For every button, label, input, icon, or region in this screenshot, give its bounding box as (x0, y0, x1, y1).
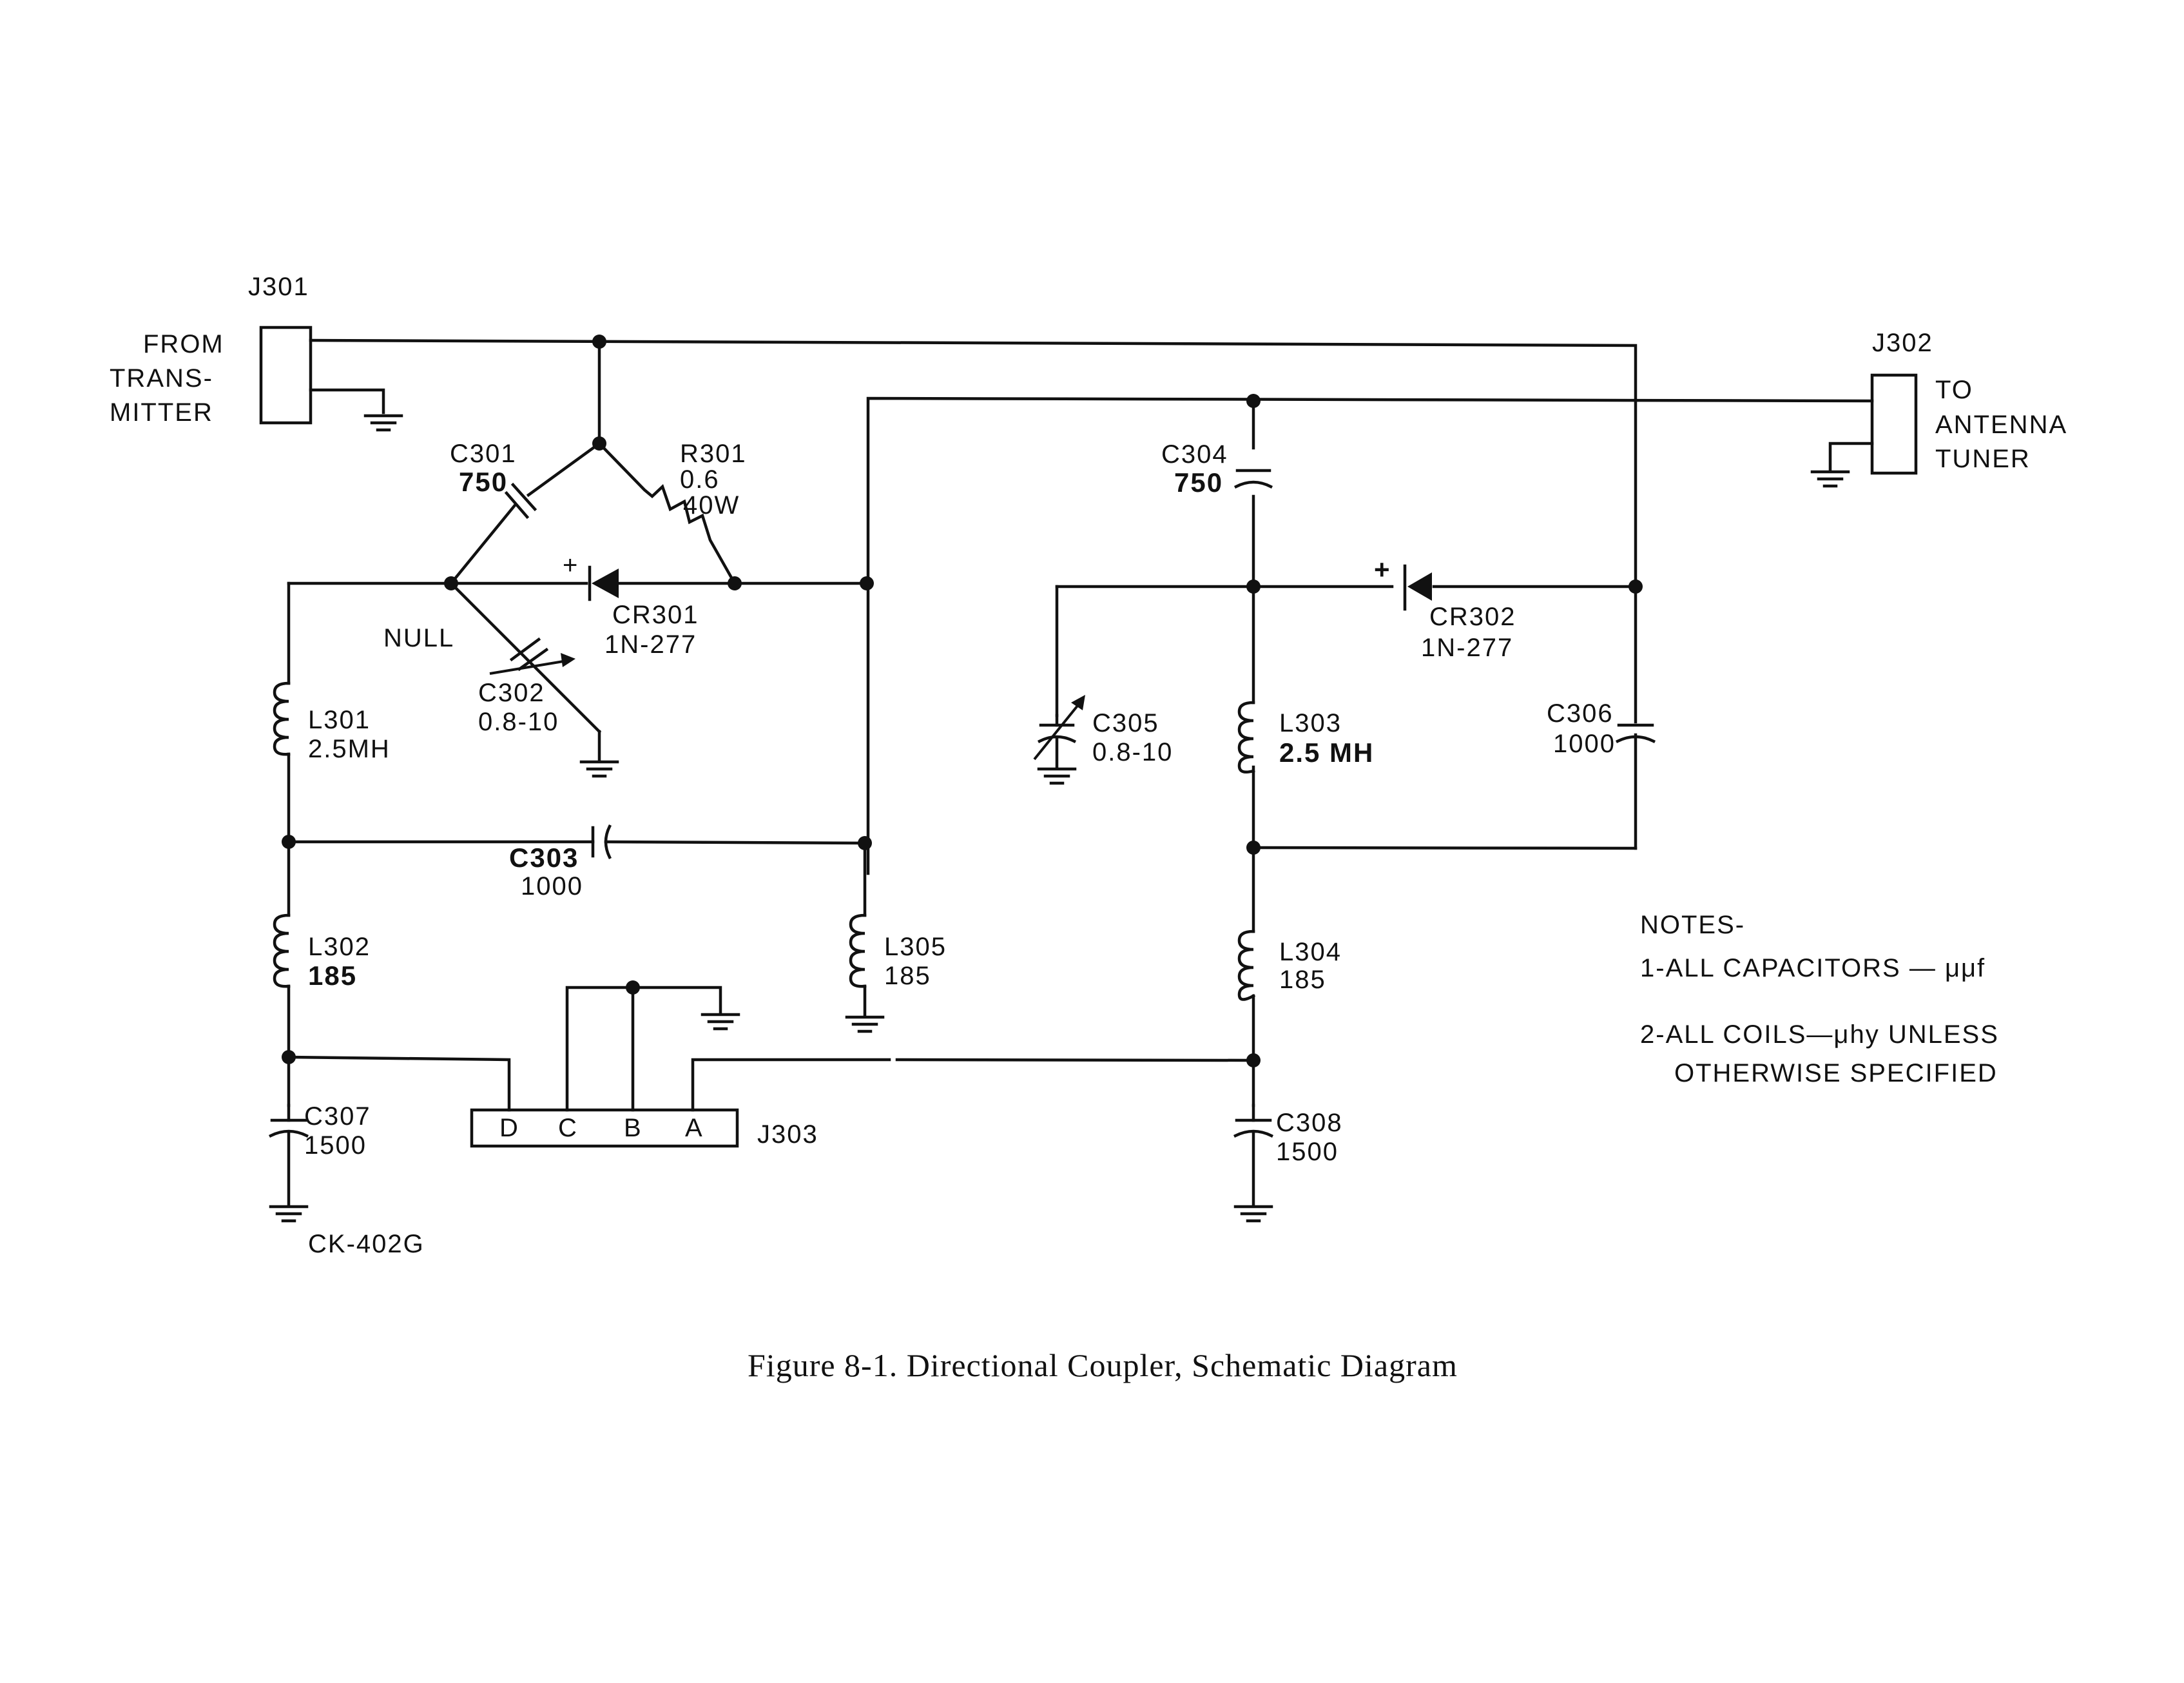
j302-note-line-3: TUNER (1935, 445, 2031, 473)
c308-value: 1500 (1276, 1138, 1338, 1166)
j301-label: J301 (248, 273, 309, 301)
notes-item-3: OTHERWISE SPECIFIED (1674, 1059, 1998, 1087)
c301-value: 750 (459, 467, 508, 497)
notes-item-2: 2-ALL COILS—μhy UNLESS (1640, 1020, 1999, 1049)
ground-icon (1812, 472, 1848, 486)
notes-item-1: 1-ALL CAPACITORS — μμf (1640, 954, 1986, 982)
c305-value: 0.8-10 (1092, 738, 1173, 766)
j303-pin-b: B (624, 1114, 643, 1142)
j301-note-line-3: MITTER (110, 398, 213, 427)
c301-ref: C301 (450, 440, 517, 468)
figure-caption: Figure 8-1. Directional Coupler, Schemat… (748, 1347, 1458, 1383)
cr301-value: 1N-277 (604, 630, 697, 659)
l305-ref: L305 (884, 933, 947, 961)
junction-dots (282, 335, 1643, 1067)
cr301-polarity: + (563, 551, 579, 579)
cr301-ref: CR301 (612, 601, 699, 629)
j303-pin-a: A (685, 1114, 704, 1142)
c306-capacitor-symbol (1615, 723, 1656, 744)
l301-coil-symbol (273, 681, 291, 756)
l303-coil-symbol (1237, 701, 1255, 773)
r301-value: 0.6 (680, 465, 720, 494)
j303-pin-d: D (499, 1114, 519, 1142)
j303-label: J303 (757, 1120, 818, 1149)
l302-value: 185 (308, 960, 357, 991)
j302-label: J302 (1872, 329, 1933, 357)
c304-capacitor-symbol (1233, 469, 1273, 489)
c306-ref: C306 (1547, 699, 1614, 728)
ground-icon (1039, 769, 1075, 783)
j301-note-line-2: TRANS- (110, 364, 213, 393)
l305-coil-symbol (849, 913, 867, 988)
l304-coil-symbol (1237, 929, 1256, 1001)
ground-icon (271, 1207, 307, 1221)
j303-pin-c: C (558, 1114, 578, 1142)
ground-icon (365, 416, 401, 430)
l304-value: 185 (1279, 966, 1326, 994)
l305-value: 185 (884, 962, 931, 990)
c303-value: 1000 (521, 872, 583, 900)
ground-icon (581, 762, 617, 776)
drawing-number: CK-402G (308, 1230, 425, 1258)
ground-icon (1235, 1207, 1271, 1221)
l303-value: 2.5 MH (1279, 737, 1374, 768)
c305-capacitor-symbol (1033, 695, 1085, 769)
c307-ref: C307 (304, 1102, 371, 1131)
cr302-ref: CR302 (1429, 603, 1516, 631)
j301-connector-body (259, 326, 313, 425)
cr302-polarity: + (1374, 554, 1391, 585)
cr302-value: 1N-277 (1421, 634, 1513, 662)
ground-icon (847, 1017, 883, 1031)
r301-ref: R301 (680, 440, 747, 468)
l302-coil-symbol (273, 913, 291, 988)
wiring (287, 338, 1874, 1112)
l304-ref: L304 (1279, 938, 1342, 966)
c302-value: 0.8-10 (478, 708, 559, 736)
c308-ref: C308 (1276, 1109, 1343, 1137)
c304-value: 750 (1174, 467, 1223, 498)
l303-ref: L303 (1279, 709, 1342, 737)
c302-function: NULL (383, 624, 454, 652)
ground-icon (702, 1015, 739, 1029)
cr302-diode-symbol (1403, 564, 1432, 611)
j303-connector-body (470, 1108, 739, 1148)
c308-capacitor-symbol (1233, 1104, 1274, 1207)
j302-connector-body (1870, 373, 1918, 475)
r301-rating: 40W (683, 491, 740, 520)
j302-note-line-1: TO (1935, 376, 1973, 404)
c303-ref: C303 (509, 842, 579, 873)
l301-ref: L301 (308, 706, 371, 734)
c304-ref: C304 (1161, 440, 1228, 469)
j302-note-line-2: ANTENNA (1935, 411, 2067, 439)
c307-value: 1500 (304, 1131, 367, 1160)
j301-note-line-1: FROM (143, 330, 224, 358)
l302-ref: L302 (308, 933, 371, 961)
c302-ref: C302 (478, 679, 545, 707)
bridge-network (449, 441, 737, 761)
cr301-diode-symbol (588, 565, 619, 601)
c306-value: 1000 (1553, 730, 1616, 758)
l301-value: 2.5MH (308, 735, 391, 763)
c303-capacitor-symbol (591, 824, 612, 860)
c307-capacitor-symbol (268, 1104, 309, 1207)
notes-heading: NOTES- (1640, 911, 1745, 939)
c305-ref: C305 (1092, 709, 1159, 737)
